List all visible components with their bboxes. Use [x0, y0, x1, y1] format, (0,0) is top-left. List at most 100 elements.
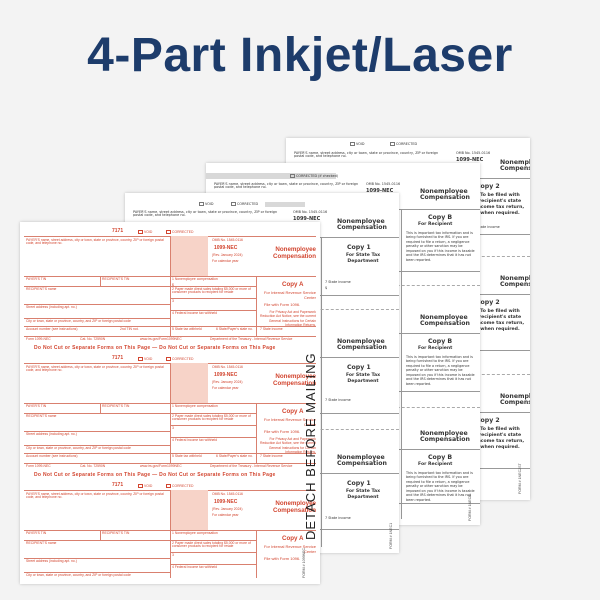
copy-label: Copy 2: [476, 299, 500, 306]
copy-label: Copy 1: [347, 480, 371, 487]
privacy-notice: For Privacy Act and Paperwork Reduction …: [260, 310, 316, 328]
box2-label: 2 Payer made direct sales totaling $5,00…: [172, 287, 251, 295]
calendar-year: For calendar year: [212, 386, 239, 390]
payer-tin: PAYER'S TIN: [26, 531, 47, 535]
copy-label: Copy B: [428, 214, 453, 221]
headline: 4-Part Inkjet/Laser: [87, 29, 513, 82]
red-form-code: 7171: [112, 228, 124, 234]
form-name: 1099-NEC: [214, 499, 238, 505]
dept-treasury: Department of the Treasury - Internal Re…: [210, 464, 293, 468]
copy-label: Copy 1: [347, 244, 371, 251]
form-title: Nonemployee Compensation: [273, 373, 316, 388]
omb-number: OMB No. 1545-0116: [212, 365, 243, 369]
box6-label: 6 State/Payer's state no.: [216, 454, 253, 458]
recipient-tin: RECIPIENT'S TIN: [102, 277, 130, 281]
corrected-checkbox: CORRECTED: [166, 484, 193, 488]
corrected-checkbox: CORRECTED: [390, 142, 417, 146]
form-title: Nonemployee Compensation: [273, 246, 316, 261]
payer-name-label: PAYER'S name, street address, city or to…: [294, 151, 439, 159]
copy-label: Copy A: [282, 408, 304, 415]
form-name: 1099-NEC: [456, 157, 484, 163]
dollar-sign: $: [325, 286, 328, 290]
irs-url: www.irs.gov/Form1099NEC: [140, 337, 182, 341]
copy-label: Copy B: [428, 338, 453, 345]
form-title: Nonemployee Compensation: [420, 430, 470, 444]
city-town: City or town, state or province, country…: [26, 319, 131, 323]
box7-label: 7 State income: [260, 327, 283, 331]
state-income: 7 State income: [325, 280, 351, 284]
copy-desc: To be filed with recipient's state incom…: [475, 309, 525, 332]
box1-label: 1 Nonemployee compensation: [172, 531, 218, 535]
copy-desc: For Internal Revenue Service Center: [263, 544, 316, 555]
box3-label: 3: [172, 426, 174, 430]
void-checkbox: VOID: [138, 357, 152, 361]
omb-number: OMB No. 1545-0116: [293, 210, 328, 214]
corrected-checkbox: CORRECTED: [166, 230, 193, 234]
copy-b-notice: This is important tax information and is…: [406, 231, 475, 262]
form-name: 1099-NEC: [214, 245, 238, 251]
irs-url: www.irs.gov/Form1099NEC: [140, 464, 182, 468]
recipient-name: RECIPIENT'S name: [26, 287, 57, 291]
city-town: City or town, state or province, country…: [26, 446, 131, 450]
rev-date: (Rev. January 2024): [212, 507, 243, 511]
box7-label: 7 State income: [260, 454, 283, 458]
privacy-notice: For Privacy Act and Paperwork Reduction …: [260, 437, 316, 455]
form-footer-name: Form 1099-NEC: [26, 337, 51, 341]
box5-label: 5 State tax withheld: [172, 454, 202, 458]
account-number: Account number (see instructions): [26, 454, 78, 458]
box1-label: 1 Nonemployee compensation: [172, 277, 218, 281]
red-form-code: 7171: [112, 482, 124, 488]
copy-desc: For State Tax Department: [345, 489, 381, 500]
second-tin-notice: 2nd TIN not.: [120, 327, 139, 331]
cat-no: Cat. No. 72590N: [80, 464, 106, 468]
recipient-tin: RECIPIENT'S TIN: [102, 531, 130, 535]
copy-desc: For Internal Revenue Service Center: [263, 290, 316, 301]
box2-label: 2 Payer made direct sales totaling $5,00…: [172, 414, 251, 422]
copy-b-notice: This is important tax information and is…: [406, 355, 475, 386]
form-bottom-code: FORM # 1NEC2ST: [518, 463, 522, 494]
payer-name-label: PAYER'S name, street address, city or to…: [26, 365, 164, 373]
payer-tin: PAYER'S TIN: [26, 277, 47, 281]
file-with: File with Form 1096.: [264, 429, 301, 434]
copy-desc: To be filed with recipient's state incom…: [475, 427, 525, 450]
payer-tin: PAYER'S TIN: [26, 404, 47, 408]
dept-treasury: Department of the Treasury - Internal Re…: [210, 337, 293, 341]
void-checkbox: VOID: [199, 202, 214, 206]
copy-label: Copy A: [282, 281, 304, 288]
recipient-name: RECIPIENT'S name: [26, 541, 57, 545]
form-title: Nonemployee Compensation: [337, 218, 387, 232]
corrected-if-checked: CORRECTED (if checked): [290, 174, 338, 178]
city-town: City or town, state or province, country…: [26, 573, 131, 577]
street-address: Street address (including apt. no.): [26, 305, 77, 309]
copy-desc: For Internal Revenue Service Center: [263, 417, 316, 428]
form-title: Nonemployee Compensation: [273, 500, 316, 515]
payer-name-label: PAYER'S name, street address, city or to…: [26, 492, 164, 500]
state-income: 7 State income: [325, 516, 351, 520]
rev-date: (Rev. January 2024): [212, 253, 243, 257]
box3-label: 3: [172, 299, 174, 303]
form-title: Nonemployee Compensation: [420, 314, 470, 328]
dollar-sign: $: [172, 283, 174, 287]
payer-name-label: PAYER'S name, street address, city or to…: [214, 182, 359, 190]
copy-label: Copy 2: [476, 417, 500, 424]
copy-label: Copy B: [428, 454, 453, 461]
form-title: Nonemployee Compensation: [337, 454, 387, 468]
form-bottom-code: FORM # 1099NEC: [302, 547, 306, 578]
do-not-cut-notice: Do Not Cut or Separate Forms on This Pag…: [34, 345, 276, 351]
state-income: 7 State income: [474, 225, 500, 229]
copy-label: Copy 2: [476, 183, 500, 190]
omb-number: OMB No. 1545-0116: [366, 182, 401, 186]
file-with: File with Form 1096.: [264, 302, 301, 307]
file-with: File with Form 1096.: [264, 556, 301, 561]
form-title: Nonemployee Compensation: [500, 275, 530, 289]
omb-number: OMB No. 1545-0116: [212, 238, 243, 242]
red-form-code: 7171: [112, 355, 124, 361]
box4-label: 4 Federal income tax withheld: [172, 311, 218, 315]
copy-label: Copy A: [282, 535, 304, 542]
calendar-year: For calendar year: [212, 259, 239, 263]
recipient-name: RECIPIENT'S name: [26, 414, 57, 418]
street-address: Street address (including apt. no.): [26, 432, 77, 436]
box2-label: 2 Payer made direct sales totaling $5,00…: [172, 541, 251, 549]
state-income: 7 State income: [325, 398, 351, 402]
copy-desc: For State Tax Department: [345, 373, 381, 384]
